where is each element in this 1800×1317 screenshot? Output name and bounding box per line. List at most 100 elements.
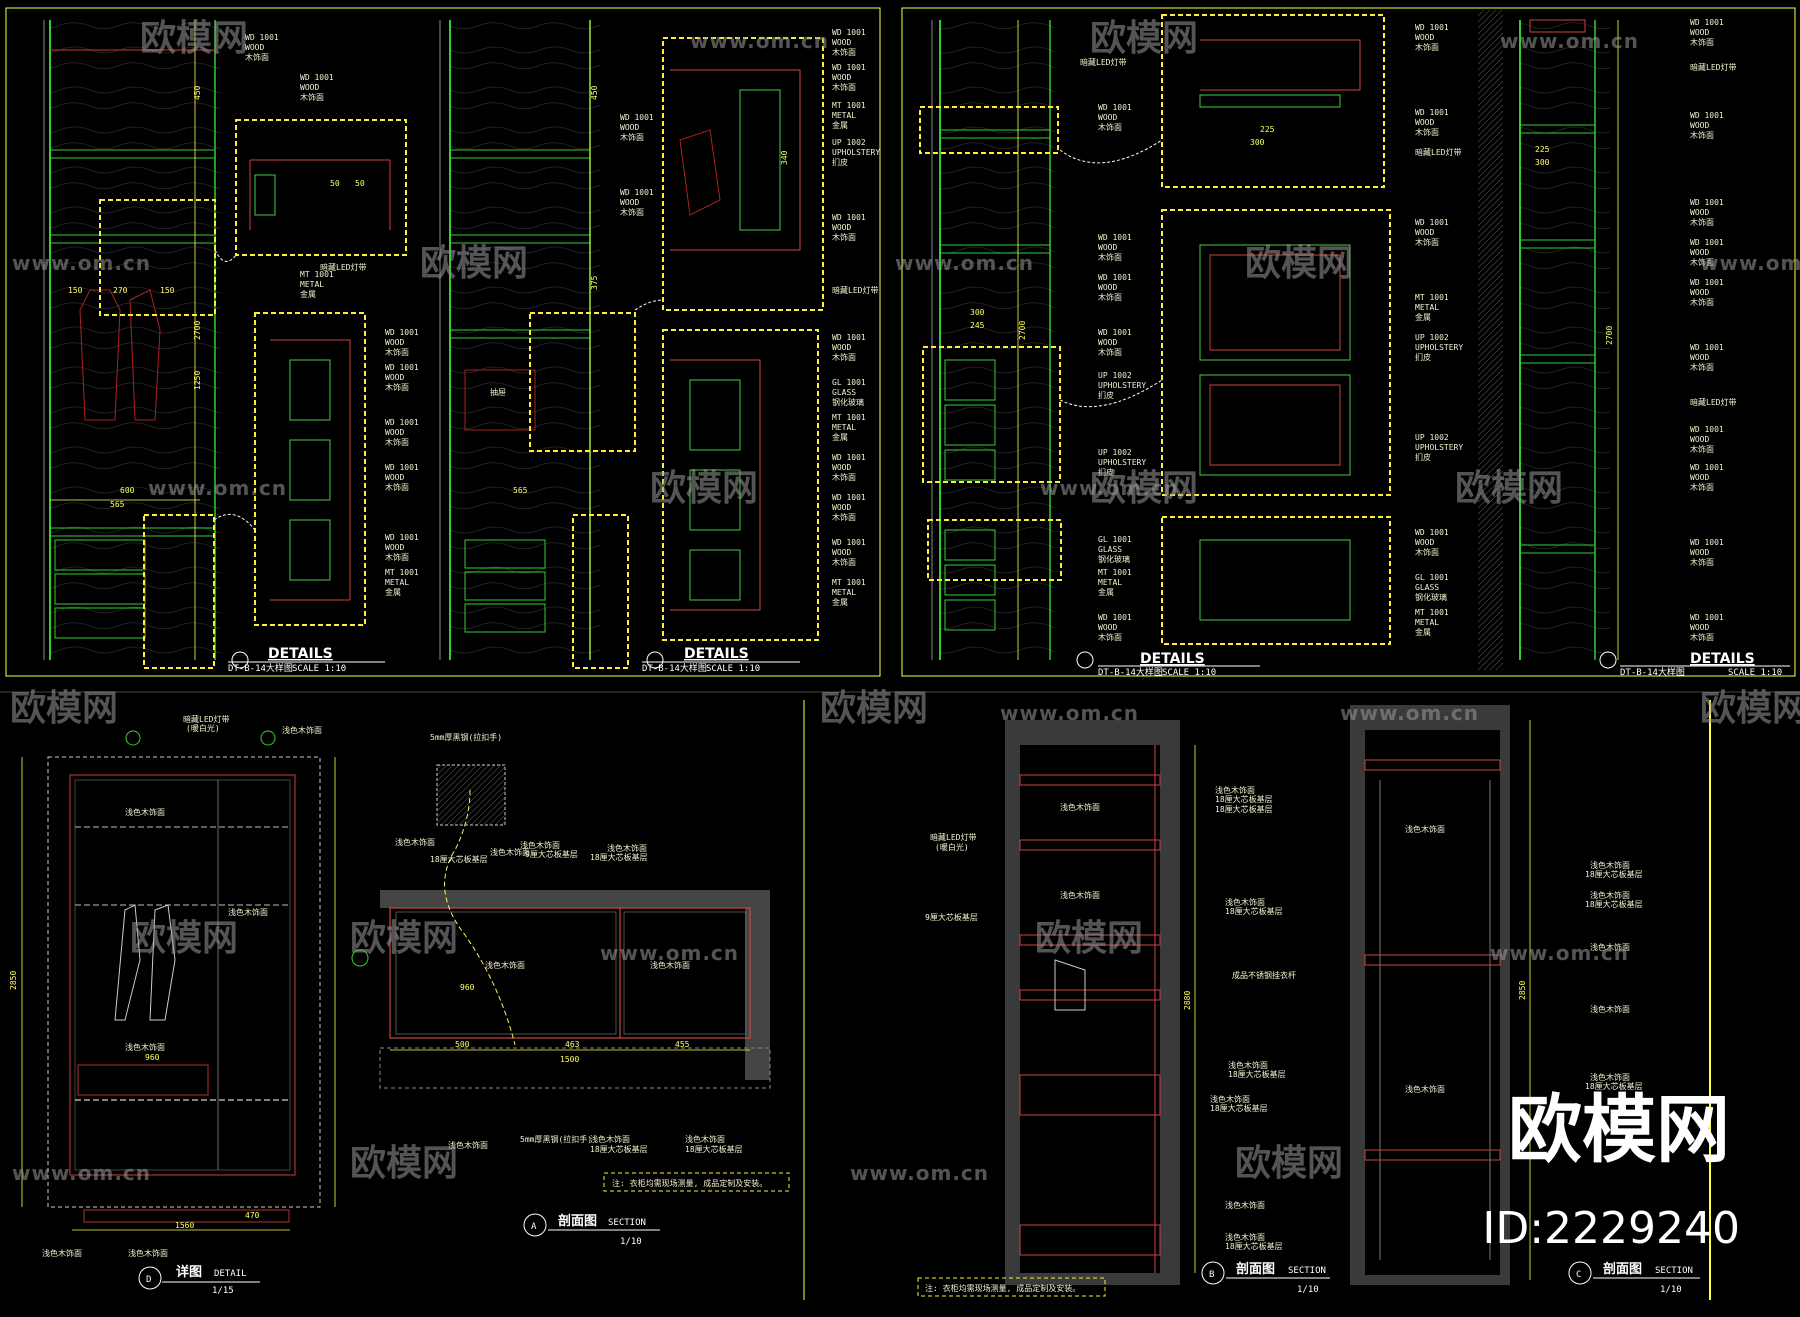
svg-text:WD 1001: WD 1001 xyxy=(1098,613,1132,622)
svg-text:木饰面: 木饰面 xyxy=(385,552,409,562)
sheet-frame-top-right xyxy=(901,7,1796,677)
section-c-drawing: 2850 浅色木饰面 浅色木饰面 xyxy=(1350,705,1531,1285)
svg-text:2700: 2700 xyxy=(1018,321,1027,340)
svg-text:960: 960 xyxy=(460,983,475,992)
watermark-brand: 欧模网 xyxy=(650,468,758,509)
svg-text:5mm厚黑钢(拉扣手): 5mm厚黑钢(拉扣手) xyxy=(520,1134,592,1144)
svg-text:木饰面: 木饰面 xyxy=(1098,632,1122,642)
svg-text:木饰面: 木饰面 xyxy=(1690,632,1714,642)
svg-text:SCALE 1:10: SCALE 1:10 xyxy=(706,664,760,674)
svg-text:DETAIL: DETAIL xyxy=(214,1269,247,1279)
svg-text:WOOD: WOOD xyxy=(385,338,404,347)
panel-2-title-block: DETAILS DT-B-14大样图 SCALE 1:10 xyxy=(642,646,800,674)
svg-text:WD 1001: WD 1001 xyxy=(1415,108,1449,117)
svg-text:WD 1001: WD 1001 xyxy=(1690,463,1724,472)
svg-text:WD 1001: WD 1001 xyxy=(1690,198,1724,207)
svg-text:1/10: 1/10 xyxy=(1660,1285,1682,1295)
svg-text:成品不锈钢挂衣杆: 成品不锈钢挂衣杆 xyxy=(1232,970,1296,980)
watermark-url: www.om.cn xyxy=(600,941,739,965)
svg-text:300: 300 xyxy=(1535,158,1550,167)
brand-overlay-name: 欧模网 xyxy=(1508,1087,1730,1173)
svg-text:WOOD: WOOD xyxy=(1415,33,1434,42)
section-c-title-block: C 剖面图 SECTION 1/10 xyxy=(1568,1261,1700,1295)
svg-text:木饰面: 木饰面 xyxy=(385,437,409,447)
svg-text:金属: 金属 xyxy=(1098,587,1114,597)
svg-text:木饰面: 木饰面 xyxy=(1690,557,1714,567)
svg-text:WD 1001: WD 1001 xyxy=(1098,103,1132,112)
svg-text:WD 1001: WD 1001 xyxy=(1690,238,1724,247)
svg-text:木饰面: 木饰面 xyxy=(1690,257,1714,267)
svg-text:MT 1001: MT 1001 xyxy=(1098,568,1132,577)
svg-text:浅色木饰面: 浅色木饰面 xyxy=(1215,785,1255,795)
svg-text:C: C xyxy=(1576,1270,1581,1280)
svg-text:9厘大芯板基层: 9厘大芯板基层 xyxy=(525,849,578,859)
svg-text:WD 1001: WD 1001 xyxy=(832,453,866,462)
svg-text:木饰面: 木饰面 xyxy=(832,512,856,522)
svg-text:木饰面: 木饰面 xyxy=(1690,297,1714,307)
svg-text:DETAILS: DETAILS xyxy=(684,646,749,662)
svg-text:225: 225 xyxy=(1260,125,1275,134)
svg-text:UPHOLSTERY: UPHOLSTERY xyxy=(1415,443,1463,452)
svg-text:WOOD: WOOD xyxy=(1415,118,1434,127)
svg-text:18厘大芯板基层: 18厘大芯板基层 xyxy=(685,1144,743,1154)
section-b-callouts: 暗藏LED灯带 (暖白光) 9厘大芯板基层 浅色木饰面 18厘大芯板基层 18厘… xyxy=(917,785,1296,1297)
svg-text:浅色木饰面: 浅色木饰面 xyxy=(1225,1232,1265,1242)
svg-text:DT-B-14大样图: DT-B-14大样图 xyxy=(642,662,707,674)
svg-text:浅色木饰面: 浅色木饰面 xyxy=(1210,1094,1250,1104)
svg-text:DETAILS: DETAILS xyxy=(1690,651,1755,667)
svg-text:浅色木饰面: 浅色木饰面 xyxy=(228,907,268,917)
svg-text:浅色木饰面: 浅色木饰面 xyxy=(490,847,530,857)
watermark-brand: 欧模网 xyxy=(1700,688,1800,729)
watermark-url: www.om.cn xyxy=(850,1161,989,1185)
svg-text:50: 50 xyxy=(355,179,365,188)
section-c-callouts: 浅色木饰面 18厘大芯板基层 浅色木饰面 18厘大芯板基层 浅色木饰面 浅色木饰… xyxy=(1585,860,1643,1091)
svg-text:木饰面: 木饰面 xyxy=(1690,130,1714,140)
svg-text:150: 150 xyxy=(68,286,83,295)
svg-text:DT-B-14大样图: DT-B-14大样图 xyxy=(1620,666,1685,678)
svg-text:150: 150 xyxy=(160,286,175,295)
detail-d-drawing: 1560 960 470 2850 xyxy=(9,730,369,1231)
svg-text:浅色木饰面: 浅色木饰面 xyxy=(125,1042,165,1052)
svg-text:MT 1001: MT 1001 xyxy=(832,413,866,422)
svg-text:WOOD: WOOD xyxy=(832,38,851,47)
svg-text:SECTION: SECTION xyxy=(608,1218,646,1228)
svg-text:18厘大芯板基层: 18厘大芯板基层 xyxy=(430,854,488,864)
svg-text:暗藏LED灯带: 暗藏LED灯带 xyxy=(1690,397,1736,407)
detail-d-title-block: D 详图 DETAIL 1/15 xyxy=(138,1264,260,1296)
watermark-url: www.om.cn xyxy=(148,476,287,500)
svg-text:木饰面: 木饰面 xyxy=(1690,217,1714,227)
svg-text:2700: 2700 xyxy=(1605,326,1614,345)
svg-text:SCALE 1:10: SCALE 1:10 xyxy=(1162,668,1216,678)
svg-text:DETAILS: DETAILS xyxy=(1140,651,1205,667)
watermark-brand: 欧模网 xyxy=(1090,468,1198,509)
watermark-url: www.om.cn xyxy=(1340,701,1479,725)
svg-text:1/15: 1/15 xyxy=(212,1286,234,1296)
svg-text:18厘大芯板基层: 18厘大芯板基层 xyxy=(1215,794,1273,804)
svg-text:2850: 2850 xyxy=(9,971,18,990)
svg-text:WOOD: WOOD xyxy=(832,73,851,82)
svg-text:浅色木饰面: 浅色木饰面 xyxy=(1228,1060,1268,1070)
svg-text:浅色木饰面: 浅色木饰面 xyxy=(282,725,322,735)
watermark-url: www.om.cn xyxy=(12,1161,151,1185)
svg-text:18厘大芯板基层: 18厘大芯板基层 xyxy=(1585,899,1643,909)
svg-text:金属: 金属 xyxy=(1415,312,1431,322)
svg-text:浅色木饰面: 浅色木饰面 xyxy=(685,1134,725,1144)
svg-text:木饰面: 木饰面 xyxy=(385,482,409,492)
panel-4-title-block: DETAILS DT-B-14大样图 SCALE 1:10 xyxy=(1599,651,1790,678)
svg-text:金属: 金属 xyxy=(832,432,848,442)
brand-overlay-id: ID:2229240 xyxy=(1482,1203,1740,1254)
svg-text:WD 1001: WD 1001 xyxy=(832,213,866,222)
svg-text:SECTION: SECTION xyxy=(1655,1266,1693,1276)
svg-text:木饰面: 木饰面 xyxy=(1690,37,1714,47)
svg-text:SCALE 1:10: SCALE 1:10 xyxy=(292,664,346,674)
svg-text:木饰面: 木饰面 xyxy=(1415,42,1439,52)
svg-text:详图: 详图 xyxy=(176,1264,202,1280)
svg-text:WD 1001: WD 1001 xyxy=(300,73,334,82)
svg-text:470: 470 xyxy=(245,1211,260,1220)
svg-text:2850: 2850 xyxy=(1518,981,1527,1000)
svg-text:WOOD: WOOD xyxy=(1690,435,1709,444)
svg-text:1500: 1500 xyxy=(560,1055,579,1064)
